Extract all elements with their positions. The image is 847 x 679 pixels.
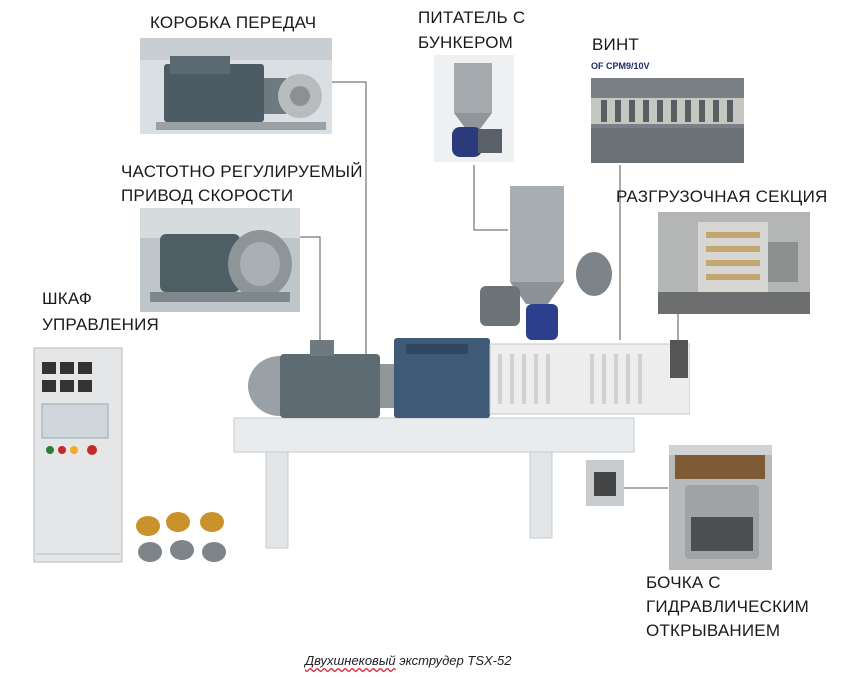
hydraulic-barrel-photo <box>669 445 772 570</box>
control-cabinet <box>32 346 124 566</box>
feeder-label-line1: ПИТАТЕЛЬ С <box>418 8 526 27</box>
barrel-label-line1: БОЧКА С <box>646 573 721 592</box>
vfd-label-line1: ЧАСТОТНО РЕГУЛИРУЕМЫЙ <box>121 162 363 181</box>
gearbox-photo <box>140 38 332 134</box>
feeder-label-line2: БУНКЕРОМ <box>418 33 514 52</box>
vfd-motor-photo <box>140 208 300 312</box>
cabinet-label-line1: ШКАФ <box>42 289 92 308</box>
feeder-connector <box>473 165 508 231</box>
discharge-label: РАЗГРУЗОЧНАЯ СЕКЦИЯ <box>616 187 828 206</box>
feeder-photo <box>434 55 514 162</box>
caption-underlined-word: Двухшнековый <box>305 653 396 668</box>
vfd-label-line2: ПРИВОД СКОРОСТИ <box>121 186 294 205</box>
gearbox-connector <box>330 81 367 358</box>
screw-model-label: OF CPM9/10V <box>591 61 650 71</box>
barrel-label-line3: ОТКРЫВАНИЕМ <box>646 621 781 640</box>
vfd-connector <box>298 236 321 340</box>
discharge-photo <box>658 212 810 314</box>
caption-rest: экструдер TSX-52 <box>395 653 512 668</box>
gearbox-label: КОРОБКА ПЕРЕДАЧ <box>150 13 317 32</box>
screw-elements <box>126 506 236 572</box>
extruder-machine <box>230 178 690 550</box>
figure-caption: Двухшнековый экструдер TSX-52 <box>305 653 511 668</box>
screw-photo <box>591 78 744 163</box>
cabinet-label-line2: УПРАВЛЕНИЯ <box>42 315 159 334</box>
barrel-label-line2: ГИДРАВЛИЧЕСКИМ <box>646 597 810 616</box>
screw-label: ВИНТ <box>592 35 640 54</box>
